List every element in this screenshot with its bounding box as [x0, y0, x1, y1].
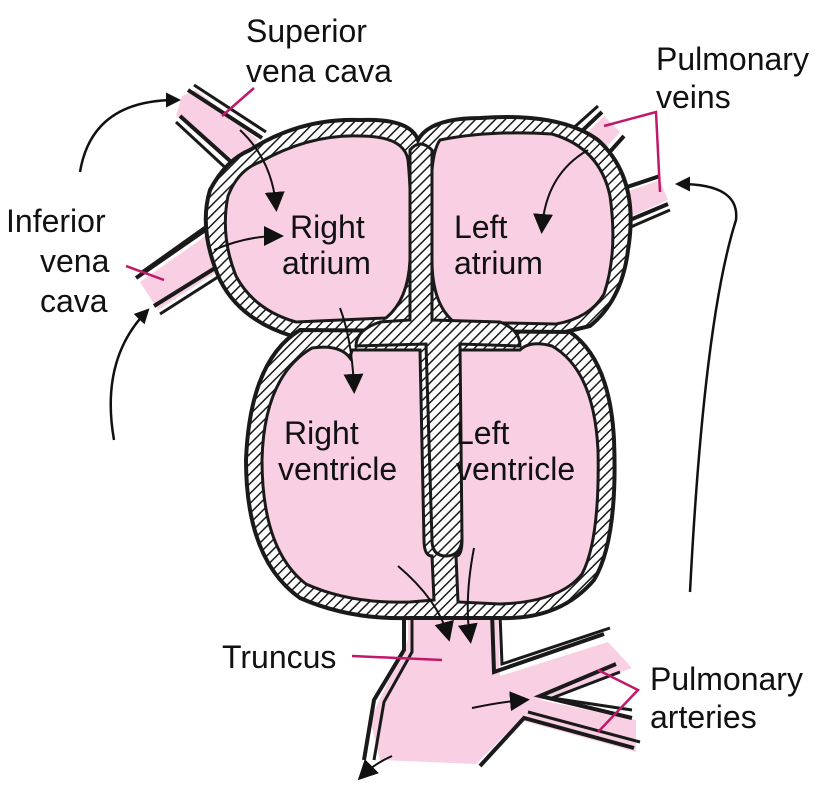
label-pa-line1: Pulmonary	[650, 661, 803, 697]
pv-leader	[603, 110, 662, 193]
label-la-line1: Left	[454, 209, 507, 245]
ivc-leader	[125, 264, 165, 282]
pa-leader	[597, 668, 641, 733]
arrow-into-pv	[675, 176, 738, 593]
svc-leader	[221, 87, 255, 117]
label-rv-line1: Right	[284, 415, 359, 451]
label-ivc-line2: vena	[40, 243, 110, 279]
arrow-ivc-to-ra	[213, 226, 284, 251]
arrow-truncus-to-pa	[471, 691, 530, 712]
label-rv-line2: ventricle	[278, 451, 397, 487]
label-svc-line1: Superior	[246, 13, 367, 49]
arrow-ra-to-rv	[339, 307, 364, 394]
label-ra-line2: atrium	[282, 245, 371, 281]
label-svc-line2: vena cava	[246, 53, 392, 89]
label-pv-line2: veins	[656, 79, 731, 115]
arrow-truncus-out	[357, 755, 393, 781]
left-ventricle-chamber	[448, 342, 600, 606]
truncus-leader	[351, 654, 443, 662]
leader-lines	[125, 87, 662, 733]
label-ivc-line1: Inferior	[6, 203, 106, 239]
arrow-pv-to-la	[533, 149, 589, 234]
flow-arrows	[78, 92, 738, 781]
label-truncus: Truncus	[222, 639, 336, 675]
septum	[354, 142, 522, 558]
truncus-vessel	[370, 610, 636, 764]
label-pa-line2: arteries	[650, 699, 757, 735]
label-ra-line1: Right	[290, 209, 365, 245]
label-la-line2: atrium	[454, 245, 543, 281]
label-pv-line1: Pulmonary	[656, 41, 809, 77]
label-lv-line1: Left	[456, 415, 509, 451]
arrow-rv-to-truncus	[397, 565, 454, 642]
label-lv-line2: ventricle	[456, 451, 575, 487]
right-ventricle-chamber	[260, 345, 436, 604]
arrow-into-ivc	[109, 308, 150, 441]
label-ivc-line3: cava	[40, 283, 108, 319]
text-labels: Superior vena cava Inferior vena cava Pu…	[6, 13, 809, 735]
arrow-lv-to-truncus	[457, 547, 478, 644]
chambers	[223, 131, 615, 606]
superior-vena-cava-vessel	[176, 90, 258, 170]
arrow-svc-to-ra	[239, 129, 285, 212]
arrow-into-svc	[78, 92, 181, 173]
